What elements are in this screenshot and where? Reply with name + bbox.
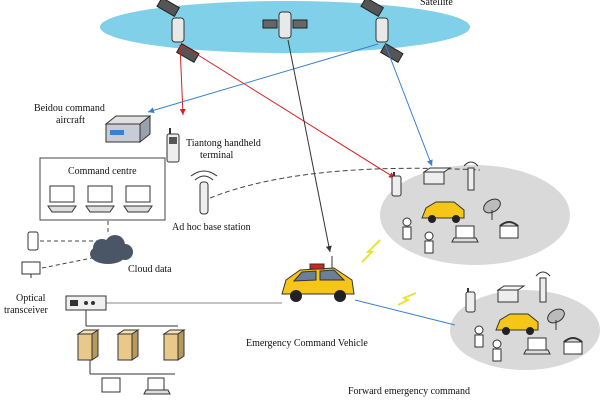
server-icon <box>116 329 140 361</box>
cloud-icon <box>90 235 133 264</box>
beidou-device-icon <box>422 167 452 185</box>
person-icon <box>402 217 412 240</box>
forward-zone-upper <box>380 165 570 265</box>
optical-label-line2: transceiver <box>4 305 48 316</box>
computer-monitor-icon <box>101 377 121 393</box>
satellite-icon <box>156 0 200 64</box>
antenna-tower-icon <box>190 170 218 215</box>
beidou-device-icon <box>496 285 526 303</box>
person-icon <box>474 325 484 348</box>
forward-label: Forward emergency command <box>348 386 470 397</box>
cloud-label: Cloud data <box>128 264 172 275</box>
telephone-icon <box>499 221 519 239</box>
vehicle-label: Emergency Command Vehicle <box>246 338 368 349</box>
beidou-label-line1: Beidou command <box>34 103 105 114</box>
computer-monitor-icon <box>47 185 77 213</box>
laptop-icon <box>143 377 171 395</box>
server-icon <box>162 329 186 361</box>
link-sat1-forward <box>181 44 396 179</box>
satellite-icon <box>262 11 308 39</box>
computer-monitor-icon <box>123 185 153 213</box>
link-vehicle-forward <box>354 299 456 326</box>
emergency-vehicle-icon <box>495 313 539 335</box>
link-sat3-beidou <box>147 43 379 114</box>
telephone-icon <box>563 337 583 355</box>
satellite-dish-icon <box>483 198 501 220</box>
command-centre-label: Command centre <box>68 166 137 177</box>
optical-transceiver-icon <box>65 295 107 311</box>
link-sat3-forward <box>384 43 433 167</box>
person-icon <box>492 339 502 362</box>
satellite-label: Satellite <box>420 0 453 8</box>
link-sat2-vehicle <box>287 39 332 253</box>
wireless-bolt <box>397 292 417 306</box>
tiantong-label-line1: Tiantong handheld <box>186 138 261 149</box>
emergency-vehicle-icon <box>421 201 465 223</box>
link-tv-cloud <box>41 257 93 269</box>
antenna-tower-icon <box>463 161 479 191</box>
link-sat1-beidou <box>179 44 186 116</box>
antenna-tower-icon <box>535 271 551 303</box>
handheld-phone-icon <box>391 172 402 197</box>
emergency-vehicle-icon <box>281 256 355 302</box>
tv-monitor-icon <box>21 261 41 278</box>
person-icon <box>424 231 434 254</box>
satellite-dish-icon <box>547 308 565 330</box>
smartphone-icon <box>27 231 39 251</box>
handheld-phone-icon <box>166 128 180 163</box>
optical-label-line1: Optical <box>16 293 46 304</box>
computer-monitor-icon <box>85 185 115 213</box>
beidou-label-line2: aircraft <box>56 115 85 126</box>
handheld-phone-icon <box>465 288 476 313</box>
beidou-device-icon <box>104 114 152 144</box>
server-icon <box>76 329 100 361</box>
wireless-bolt <box>361 239 381 263</box>
laptop-icon <box>451 225 479 243</box>
tiantong-label-line2: terminal <box>200 150 234 161</box>
laptop-icon <box>523 337 551 355</box>
adhoc-label: Ad hoc base station <box>172 222 251 233</box>
